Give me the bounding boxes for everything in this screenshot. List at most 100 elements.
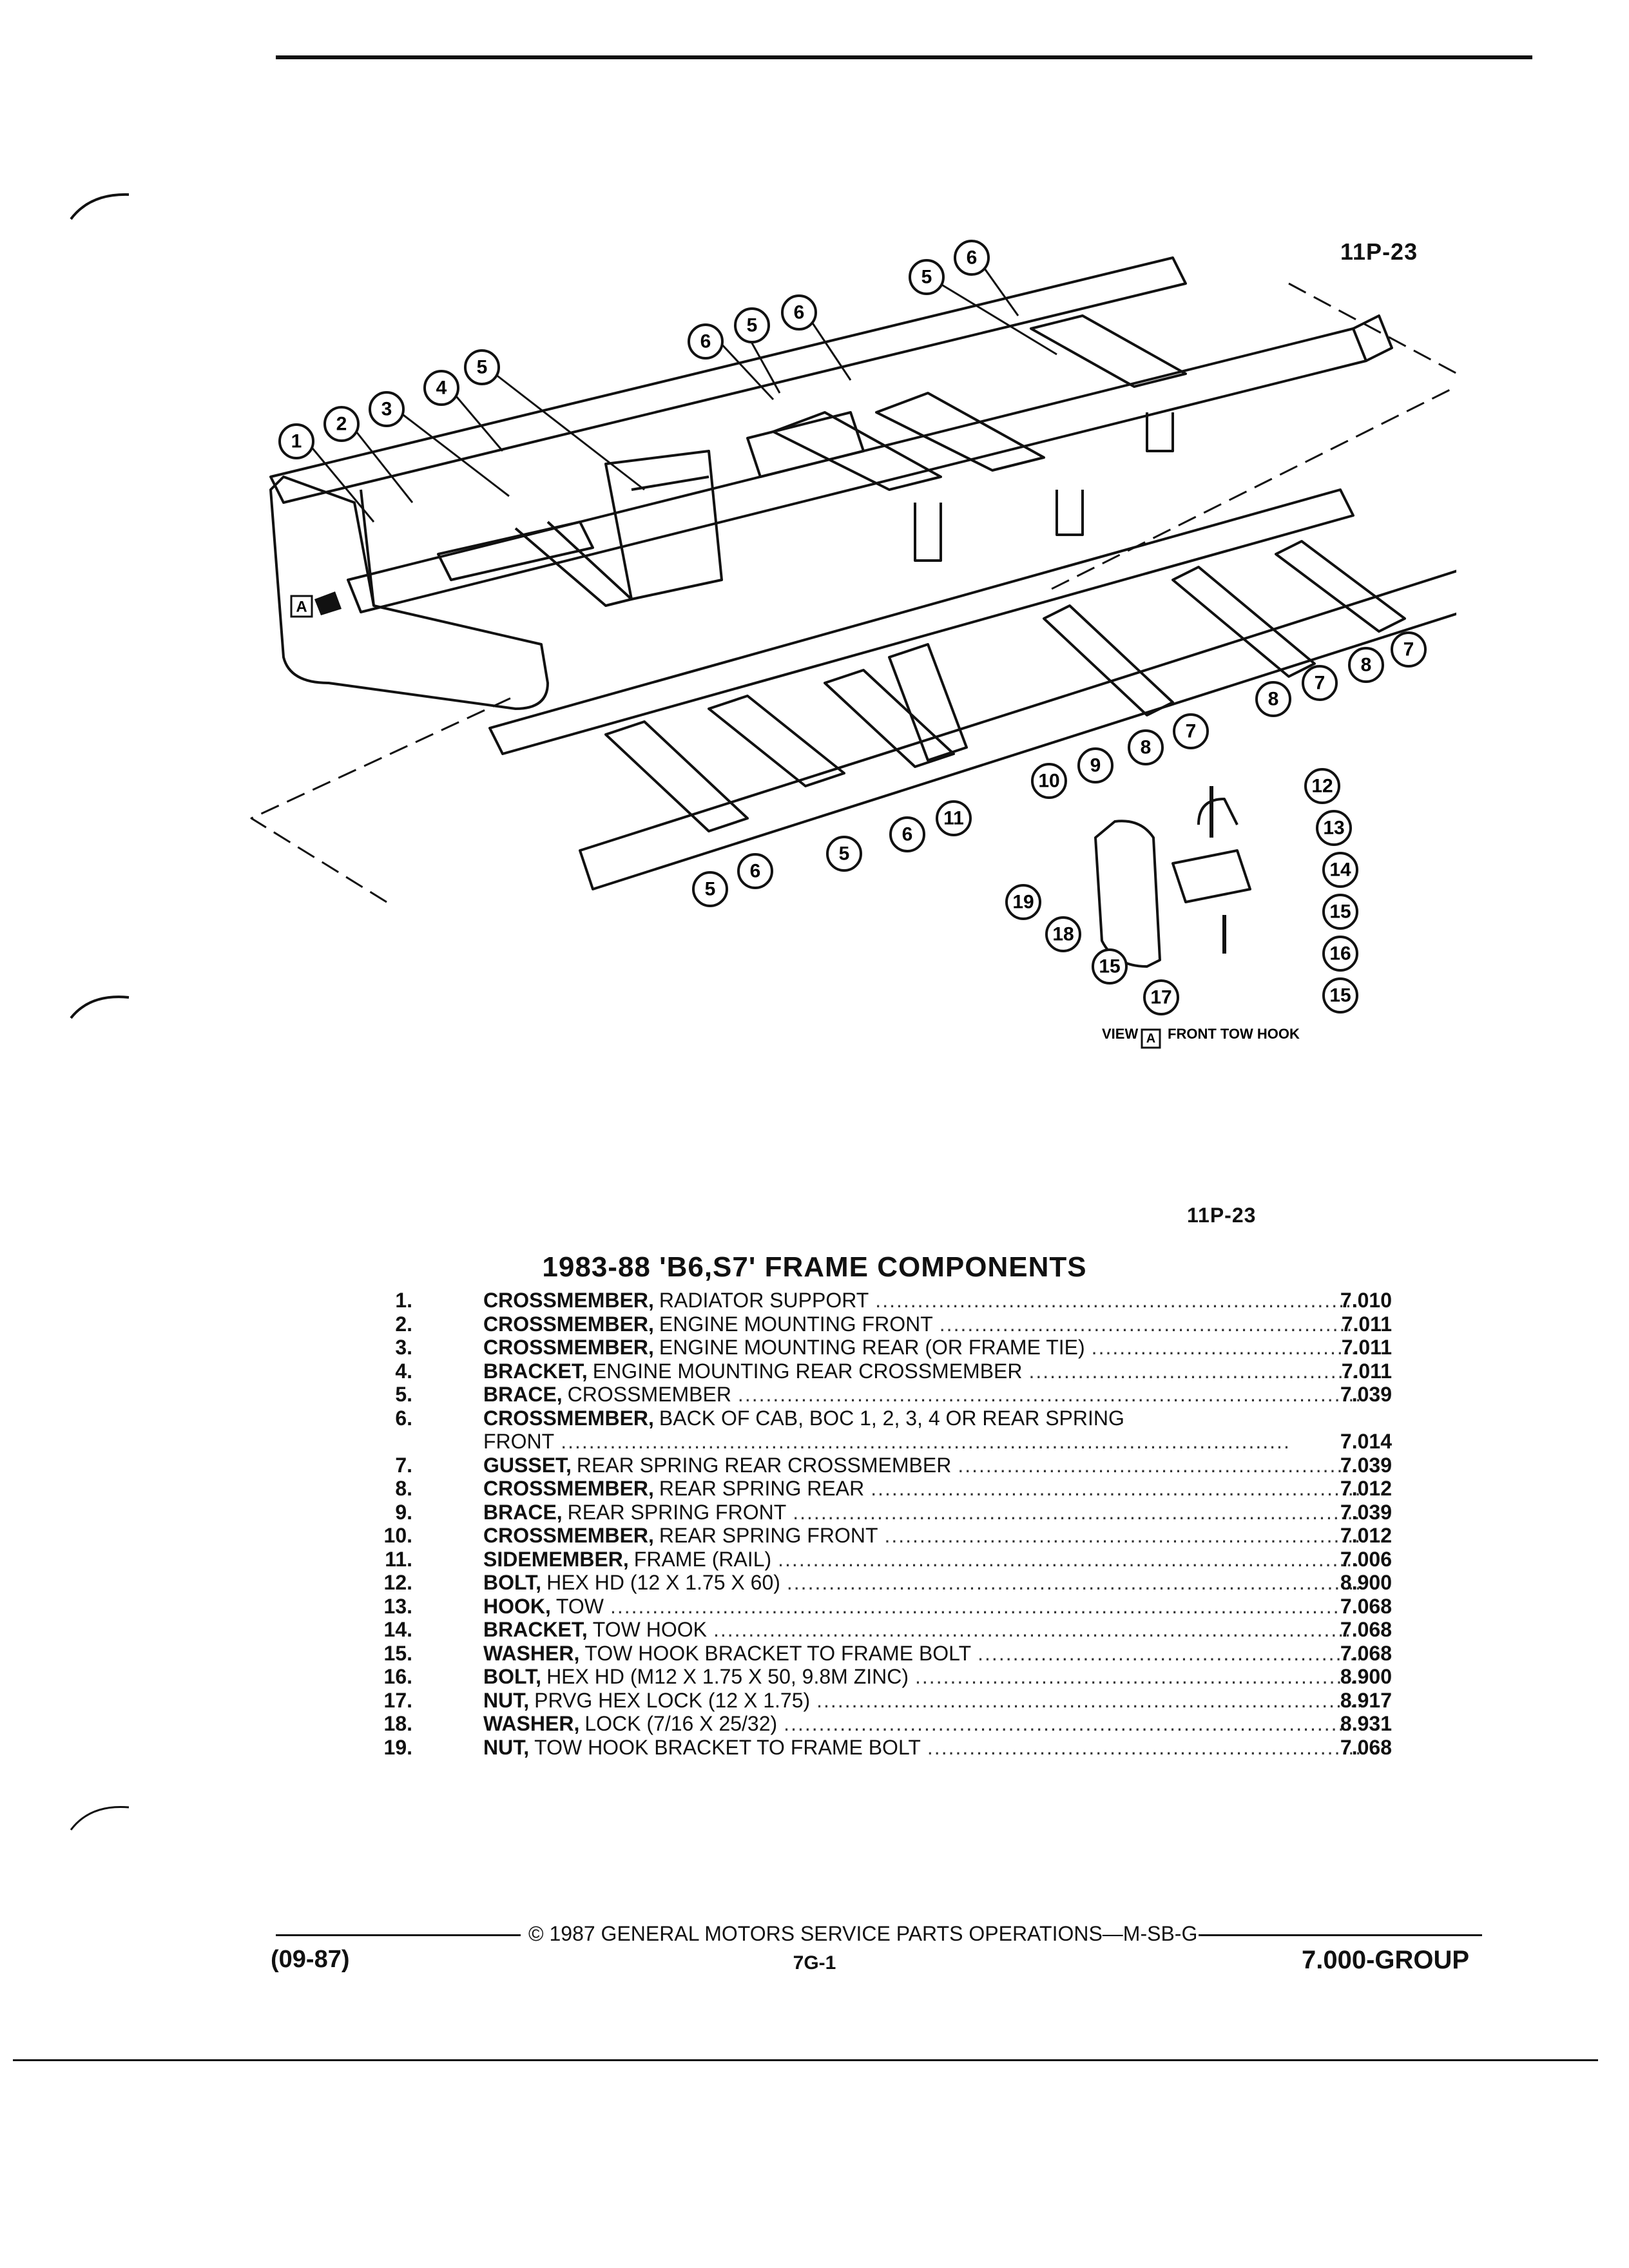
part-row-5: 5.BRACE,CROSSMEMBER.....................… (395, 1383, 1392, 1406)
callout-15b: 15 (1322, 977, 1358, 1014)
svg-text:6: 6 (967, 247, 978, 269)
svg-text:17: 17 (1150, 987, 1171, 1008)
svg-text:12: 12 (1311, 776, 1333, 797)
parts-list-title: 1983-88 'B6,S7' FRAME COMPONENTS (542, 1251, 1087, 1283)
part-row-11: 11.SIDEMEMBER,FRAME (RAIL)..............… (385, 1547, 1392, 1571)
svg-text:6: 6 (902, 824, 913, 845)
callout-8a: 8 (1348, 647, 1384, 683)
callout-7a: 7 (1391, 631, 1427, 668)
footer-group: 7.000-GROUP (1302, 1946, 1470, 1974)
figure-reference-bottom: 11P-23 (1187, 1204, 1257, 1227)
callout-7c: 7 (1173, 713, 1209, 749)
svg-text:15: 15 (1099, 956, 1120, 977)
top-rule (276, 55, 1532, 59)
svg-text:5: 5 (747, 315, 758, 336)
svg-text:4: 4 (436, 378, 447, 399)
callout-6b: 6 (781, 294, 817, 331)
callout-17: 17 (1143, 979, 1179, 1015)
callout-15a: 15 (1322, 894, 1358, 930)
footer-date-code: (09-87) (271, 1946, 350, 1973)
part-row-8: 8.CROSSMEMBER,REAR SPRING REAR..........… (395, 1477, 1392, 1500)
callout-5b: 5 (734, 307, 770, 343)
part-row-6-cont: FRONT...................................… (483, 1430, 1392, 1453)
callout-5a: 5 (464, 349, 500, 385)
callout-5d: 5 (826, 836, 862, 872)
callout-6e: 6 (737, 853, 773, 889)
callout-10: 10 (1031, 763, 1067, 799)
part-row-7: 7.GUSSET,REAR SPRING REAR CROSSMEMBER...… (395, 1453, 1392, 1477)
svg-text:19: 19 (1012, 892, 1034, 913)
callout-6c: 6 (954, 240, 990, 276)
view-a-arrow: A (290, 591, 342, 618)
svg-text:6: 6 (750, 861, 761, 882)
svg-text:6: 6 (794, 302, 805, 323)
part-row-13: 13.HOOK,TOW.............................… (383, 1594, 1392, 1618)
svg-text:2: 2 (336, 414, 347, 435)
callout-3: 3 (369, 391, 405, 427)
footer-page-number: 7G-1 (793, 1952, 836, 1974)
svg-text:14: 14 (1329, 860, 1351, 881)
view-caption: VIEW A FRONT TOW HOOK (1102, 1026, 1300, 1049)
callout-8c: 8 (1128, 729, 1164, 765)
callout-7b: 7 (1302, 665, 1338, 701)
callout-16: 16 (1322, 936, 1358, 972)
svg-text:8: 8 (1268, 689, 1279, 710)
svg-text:1: 1 (291, 431, 302, 452)
svg-text:13: 13 (1323, 818, 1344, 839)
callout-5e: 5 (692, 871, 728, 907)
callout-4: 4 (423, 370, 459, 406)
svg-text:9: 9 (1090, 755, 1101, 776)
svg-text:A: A (1146, 1032, 1155, 1046)
svg-text:7: 7 (1315, 673, 1325, 694)
svg-text:5: 5 (921, 267, 932, 288)
svg-text:7: 7 (1403, 639, 1414, 660)
footer-copyright: © 1987 GENERAL MOTORS SERVICE PARTS OPER… (528, 1922, 1198, 1945)
part-row-18: 18.WASHER,LOCK (7/16 X 25/32)...........… (383, 1712, 1392, 1735)
svg-text:3: 3 (381, 399, 392, 420)
part-row-9: 9.BRACE,REAR SPRING FRONT...............… (395, 1500, 1392, 1524)
part-row-3: 3.CROSSMEMBER,ENGINE MOUNTING REAR (OR F… (395, 1336, 1392, 1359)
part-row-2: 2.CROSSMEMBER,ENGINE MOUNTING FRONT.....… (395, 1312, 1392, 1336)
part-row-1: 1.CROSSMEMBER,RADIATOR SUPPORT..........… (395, 1289, 1392, 1312)
callout-12: 12 (1304, 768, 1340, 804)
svg-text:8: 8 (1361, 655, 1372, 676)
callout-6d: 6 (889, 816, 925, 852)
footer-rule-right (1199, 1934, 1482, 1936)
bottom-rule (13, 2059, 1598, 2061)
frame-exploded-diagram: 1 2 3 4 5 6 5 6 5 6 7 8 7 8 7 8 9 10 11 … (250, 240, 1456, 1049)
callout-13: 13 (1316, 810, 1352, 846)
callout-14: 14 (1322, 852, 1358, 888)
callout-11: 11 (936, 800, 972, 836)
part-row-15: 15.WASHER,TOW HOOK BRACKET TO FRAME BOLT… (383, 1641, 1392, 1665)
svg-text:11: 11 (943, 808, 964, 829)
svg-text:15: 15 (1329, 901, 1351, 923)
callout-9: 9 (1077, 747, 1113, 783)
callout-2: 2 (323, 406, 360, 442)
svg-text:18: 18 (1052, 924, 1074, 945)
svg-text:FRONT TOW HOOK: FRONT TOW HOOK (1168, 1026, 1300, 1042)
svg-text:15: 15 (1329, 985, 1351, 1006)
svg-text:A: A (296, 599, 307, 616)
svg-text:16: 16 (1329, 943, 1351, 965)
callout-19: 19 (1005, 884, 1041, 920)
callout-8b: 8 (1255, 681, 1291, 717)
part-row-6: 6.CROSSMEMBER,BACK OF CAB, BOC 1, 2, 3, … (395, 1406, 1124, 1430)
callouts: 1 2 3 4 5 6 5 6 5 6 7 8 7 8 7 8 9 10 11 … (278, 240, 1427, 1015)
callout-1: 1 (278, 423, 314, 459)
part-row-12: 12.BOLT,HEX HD (12 X 1.75 X 60).........… (383, 1571, 1392, 1594)
svg-text:6: 6 (700, 331, 711, 352)
svg-text:5: 5 (705, 879, 716, 900)
part-row-16: 16.BOLT,HEX HD (M12 X 1.75 X 50, 9.8M ZI… (383, 1665, 1392, 1688)
svg-text:5: 5 (477, 357, 488, 378)
svg-text:7: 7 (1186, 721, 1197, 742)
footer-rule-left (276, 1934, 521, 1936)
margin-marks (70, 193, 130, 1831)
svg-text:VIEW: VIEW (1102, 1026, 1138, 1042)
svg-text:5: 5 (839, 843, 850, 865)
part-row-14: 14.BRACKET,TOW HOOK.....................… (383, 1618, 1392, 1641)
parts-list: 1.CROSSMEMBER,RADIATOR SUPPORT..........… (361, 1289, 1392, 1759)
part-row-10: 10.CROSSMEMBER,REAR SPRING FRONT........… (383, 1524, 1392, 1547)
callout-5c: 5 (909, 259, 945, 295)
callout-15c: 15 (1092, 948, 1128, 985)
callout-6a: 6 (688, 323, 724, 360)
